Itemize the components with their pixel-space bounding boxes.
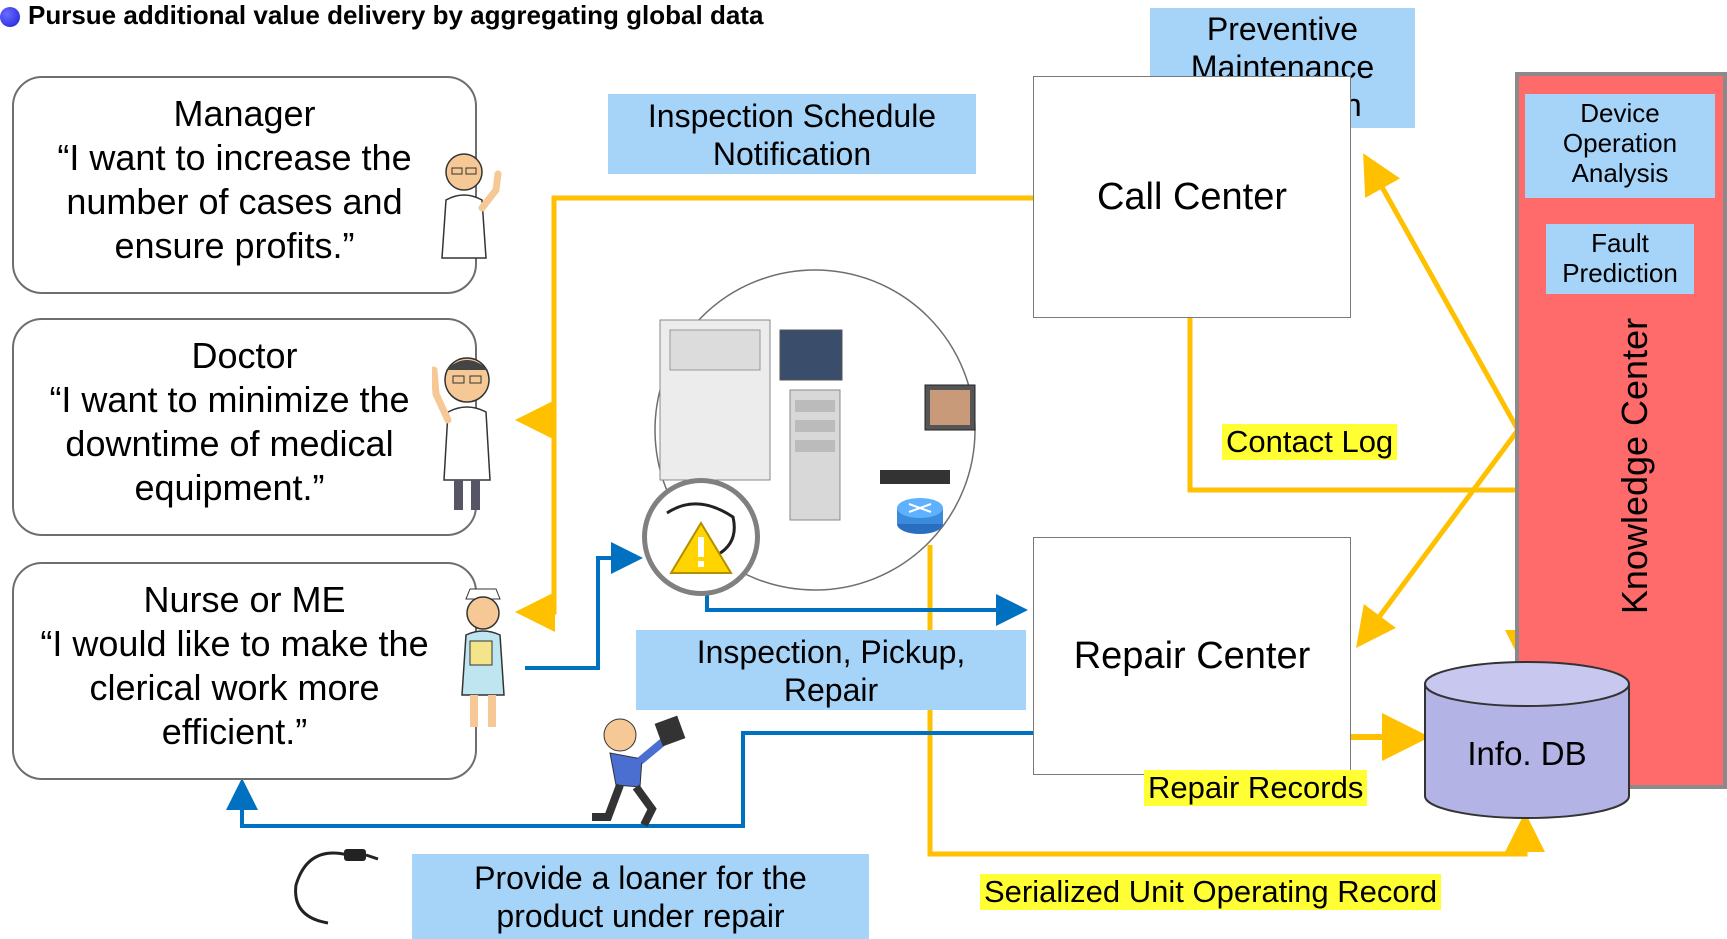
manager-role: Manager <box>173 93 316 134</box>
repair-center-label: Repair Center <box>1073 634 1311 677</box>
to-call-center-arrow <box>1363 153 1521 432</box>
fault-prediction-label: Fault Prediction <box>1546 224 1694 294</box>
nurse-quote: “I would like to make the clerical work … <box>40 623 429 752</box>
warning-circle <box>642 478 760 596</box>
running-person-icon <box>592 715 686 827</box>
warning-icon <box>666 502 736 574</box>
header-text: Pursue additional value delivery by aggr… <box>28 0 764 30</box>
repair-center-box: Repair Center <box>1033 537 1351 775</box>
loaner-return-arrow <box>226 731 1033 828</box>
info-db-label: Info. DB <box>1467 735 1587 772</box>
nurse-report-arrow <box>525 542 643 670</box>
nurse-box: Nurse or ME “I would like to make the cl… <box>12 562 477 780</box>
doctor-figure-icon <box>432 357 491 510</box>
device-operation-analysis-label: Device Operation Analysis <box>1525 94 1715 198</box>
info-db-icon <box>1424 661 1630 819</box>
loaner-label: Provide a loaner for the product under r… <box>412 854 869 939</box>
knowledge-center-title: Knowledge Center <box>1614 317 1656 615</box>
repair-records-label: Repair Records <box>1144 770 1368 806</box>
manager-figure-icon <box>441 153 502 259</box>
page-header: Pursue additional value delivery by aggr… <box>0 0 763 31</box>
bullet-dot-icon <box>0 7 20 28</box>
nurse-role: Nurse or ME <box>143 579 346 620</box>
serialized-record-label: Serialized Unit Operating Record <box>980 874 1442 910</box>
scope-cable-icon <box>294 849 379 925</box>
to-repair-arrow <box>705 590 1028 626</box>
doctor-box: Doctor “I want to minimize the downtime … <box>12 318 477 536</box>
call-center-box: Call Center <box>1033 76 1351 318</box>
call-center-label: Call Center <box>1096 175 1288 218</box>
doctor-role: Doctor <box>191 335 298 376</box>
doctor-quote: “I want to minimize the downtime of medi… <box>49 379 410 508</box>
to-repair-center-arrow <box>1356 428 1521 649</box>
knowledge-center-title-wrap: Knowledge Center <box>1535 318 1727 614</box>
inspection-schedule-label: Inspection Schedule Notification <box>608 94 976 174</box>
inspection-pickup-repair-label: Inspection, Pickup, Repair <box>636 630 1026 710</box>
endoscope-system-icon <box>659 319 976 521</box>
router-icon <box>897 498 943 534</box>
contact-log-label: Contact Log <box>1222 424 1398 460</box>
manager-quote: “I want to increase the number of cases … <box>57 137 412 266</box>
nurse-figure-icon <box>461 588 505 727</box>
manager-box: Manager “I want to increase the number o… <box>12 76 477 294</box>
